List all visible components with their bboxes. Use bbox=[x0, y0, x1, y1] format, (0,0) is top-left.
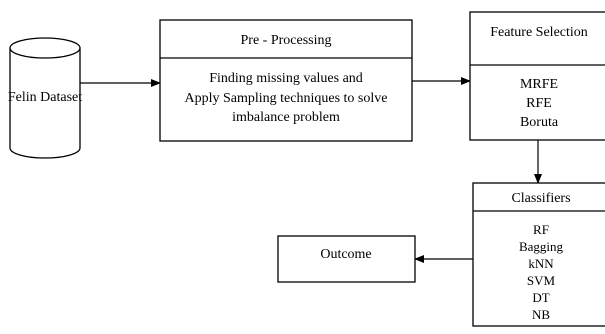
preprocessing-title: Pre - Processing bbox=[241, 33, 332, 48]
classifiers-frame bbox=[472, 182, 605, 327]
dataset-cylinder: Felin Dataset bbox=[8, 37, 82, 159]
classifiers-box: Classifiers RF Bagging kNN SVM DT NB bbox=[472, 182, 605, 327]
classifier-dt: DT bbox=[532, 290, 549, 305]
cylinder-top bbox=[9, 37, 81, 59]
feature-method-boruta: Boruta bbox=[520, 115, 559, 130]
classifier-svm: SVM bbox=[527, 273, 556, 288]
preprocessing-line-2: Apply Sampling techniques to solve bbox=[185, 91, 388, 106]
outcome-frame bbox=[277, 235, 416, 283]
feature-method-rfe: RFE bbox=[526, 96, 552, 111]
cylinder-body bbox=[9, 48, 81, 159]
feature-method-mrfe: MRFE bbox=[520, 77, 558, 92]
preprocessing-frame bbox=[159, 19, 413, 142]
classifier-knn: kNN bbox=[528, 256, 554, 271]
outcome-box: Outcome bbox=[277, 235, 416, 283]
feature-selection-title: Feature Selection bbox=[490, 25, 588, 40]
classifiers-title: Classifiers bbox=[511, 191, 570, 206]
feature-selection-frame bbox=[469, 11, 605, 141]
classifier-rf: RF bbox=[533, 222, 549, 237]
feature-selection-box: Feature Selection MRFE RFE Boruta bbox=[469, 11, 605, 141]
preprocessing-line-1: Finding missing values and bbox=[209, 71, 363, 86]
preprocessing-line-3: imbalance problem bbox=[232, 110, 340, 125]
dataset-label: Felin Dataset bbox=[8, 90, 82, 105]
classifier-bagging: Bagging bbox=[519, 239, 564, 254]
classifier-nb: NB bbox=[532, 307, 550, 322]
outcome-label: Outcome bbox=[320, 247, 371, 262]
preprocessing-box: Pre - Processing Finding missing values … bbox=[159, 19, 413, 142]
